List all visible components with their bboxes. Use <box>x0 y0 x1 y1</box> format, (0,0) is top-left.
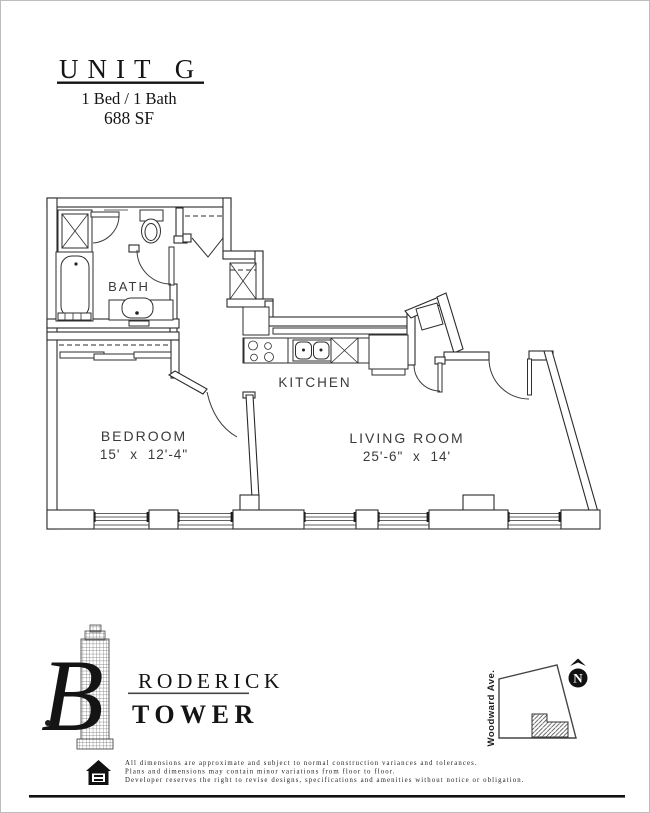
bedroom-door <box>206 391 238 438</box>
bedroom-dimensions: 15' x 12'-4" <box>100 447 188 462</box>
entry-door <box>415 302 444 331</box>
logo-flourish <box>45 720 51 726</box>
kitchen-sink <box>292 339 332 362</box>
unit-subtitle: 1 Bed / 1 Bath <box>81 89 177 108</box>
disclaimer-line-1: All dimensions are approximate and subje… <box>125 760 478 767</box>
pantry-cabinet <box>242 306 270 336</box>
toilet <box>139 209 164 244</box>
stove <box>243 337 289 364</box>
room-label-kitchen: KITCHEN <box>278 375 351 390</box>
logo-roderick: RODERICK <box>138 669 284 693</box>
building-footprint <box>498 664 577 739</box>
room-label-living: LIVING ROOM <box>349 430 464 446</box>
title-block: UNIT G 1 Bed / 1 Bath 688 SF <box>57 54 204 128</box>
bathroom: BATH <box>55 209 175 327</box>
walls <box>46 197 601 530</box>
window <box>507 512 562 522</box>
title-underline <box>57 81 204 84</box>
disclaimer-line-3: Developer reserves the right to revise d… <box>125 777 525 784</box>
kitchen: KITCHEN <box>242 306 409 390</box>
window <box>377 512 430 522</box>
logo: B RODERICK TOWER <box>41 624 284 753</box>
floor-plan: BATH <box>46 197 601 530</box>
compass-arrow-icon <box>570 658 586 666</box>
disclaimer-line-2: Plans and dimensions may contain minor v… <box>125 769 396 776</box>
window <box>93 512 150 522</box>
window-sill-lines <box>47 524 600 530</box>
living-dimensions: 25'-6" x 14' <box>363 449 451 464</box>
compass-n: N <box>573 671 583 686</box>
window <box>303 512 357 522</box>
window <box>177 512 234 522</box>
footer-rule <box>29 795 625 798</box>
logo-tower: TOWER <box>132 700 259 729</box>
page-title: UNIT G <box>59 54 203 84</box>
unit-area: 688 SF <box>104 108 154 128</box>
site-map: Woodward Ave. N <box>486 658 588 747</box>
disclaimer-block: All dimensions are approximate and subje… <box>29 760 625 798</box>
bedroom-closet <box>59 344 172 361</box>
hall-closet <box>229 262 257 300</box>
logo-rule <box>128 692 249 695</box>
tower-illustration <box>76 624 114 750</box>
unit-location-hatch <box>531 713 569 738</box>
room-label-bedroom: BEDROOM <box>101 428 187 444</box>
equal-housing-icon <box>86 760 111 785</box>
logo-initial: B <box>41 639 104 753</box>
entry-closet <box>182 215 225 258</box>
hall-door <box>413 362 443 393</box>
dishwasher <box>330 337 359 364</box>
bath-sink <box>108 297 174 327</box>
room-label-bath: BATH <box>108 279 150 294</box>
living-room-door <box>488 358 532 400</box>
refrigerator <box>368 334 409 376</box>
bath-door <box>136 246 175 286</box>
street-label: Woodward Ave. <box>486 670 497 747</box>
bathtub <box>55 251 94 322</box>
compass: N <box>568 658 588 688</box>
shower <box>57 209 120 253</box>
room-labels: BEDROOM 15' x 12'-4" LIVING ROOM 25'-6" … <box>100 428 464 464</box>
upper-counter <box>272 327 408 335</box>
